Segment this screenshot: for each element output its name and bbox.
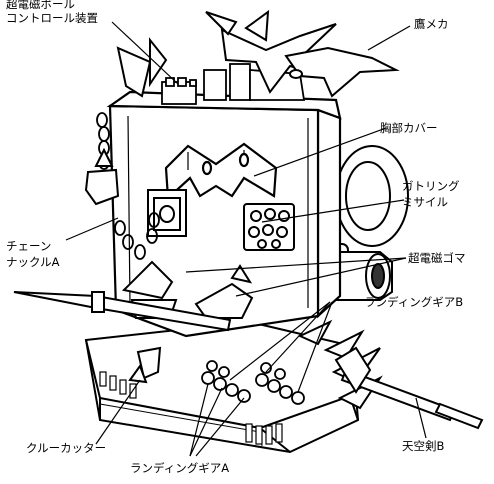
leader-lines bbox=[65, 21, 427, 457]
chest-cover bbox=[164, 142, 278, 201]
left-spikes bbox=[116, 37, 168, 98]
ball-control-device bbox=[161, 63, 306, 105]
rear-wheel bbox=[335, 145, 409, 247]
gatling-missile-pod bbox=[243, 203, 295, 251]
base-vents-front bbox=[245, 423, 283, 445]
landing-gear-b bbox=[255, 362, 305, 405]
label-gatling-line2: ミサイル bbox=[402, 195, 448, 209]
crew-cutter bbox=[128, 346, 162, 384]
callout-labels: 超電磁ボール コントロール装置 鷹メカ 胸部カバー ガトリング ミサイル チェー… bbox=[6, 0, 466, 475]
label-ball-control-line1: 超電磁ボール bbox=[6, 0, 75, 11]
label-sky-sword-b: 天空剣B bbox=[402, 439, 444, 453]
label-gatling-line1: ガトリング bbox=[402, 179, 460, 193]
hawk-mecha bbox=[205, 9, 400, 98]
knuckle bbox=[84, 147, 120, 206]
label-ball-control-line2: コントロール装置 bbox=[6, 11, 98, 25]
label-landing-gear-b: ランディングギアB bbox=[364, 295, 463, 309]
label-hawk-mecha: 鷹メカ bbox=[414, 17, 449, 31]
label-landing-gear-a: ランディングギアA bbox=[130, 461, 229, 475]
label-crew-cutter: クルーカッター bbox=[26, 441, 106, 455]
long-sword bbox=[13, 291, 232, 332]
sky-sword-b bbox=[334, 346, 484, 430]
label-chain-line1: チェーン bbox=[6, 239, 51, 253]
label-chain-line2: ナックルA bbox=[6, 255, 60, 269]
label-spinning-top: 超電磁ゴマ bbox=[408, 251, 466, 265]
label-chest-cover: 胸部カバー bbox=[380, 121, 438, 135]
